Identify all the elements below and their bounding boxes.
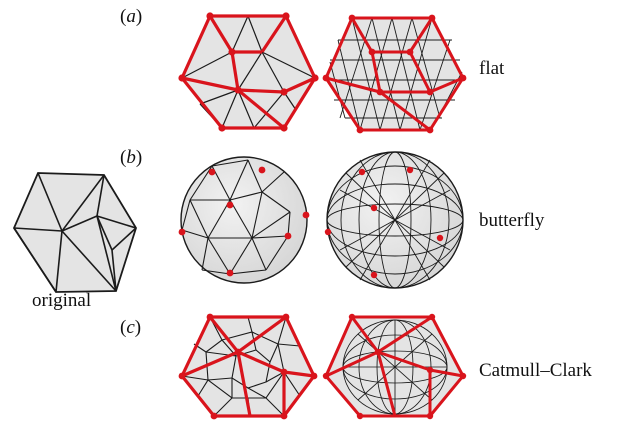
row-c-label: (c) <box>120 317 142 338</box>
butterfly-level2 <box>324 151 464 289</box>
row-b-label: (b) <box>120 147 143 168</box>
original-icosahedron <box>12 172 137 293</box>
catmull-clark-level2 <box>322 313 467 420</box>
flat-level2 <box>322 14 467 134</box>
row-a-label: (a) <box>120 6 143 27</box>
flat-level1 <box>178 12 319 132</box>
catmull-clark-label: Catmull–Clark <box>479 360 592 381</box>
butterfly-level1 <box>178 156 310 284</box>
catmull-clark-level1 <box>178 313 318 420</box>
butterfly-label: butterfly <box>479 210 545 231</box>
flat-label: flat <box>479 58 505 79</box>
original-label: original <box>32 290 92 311</box>
